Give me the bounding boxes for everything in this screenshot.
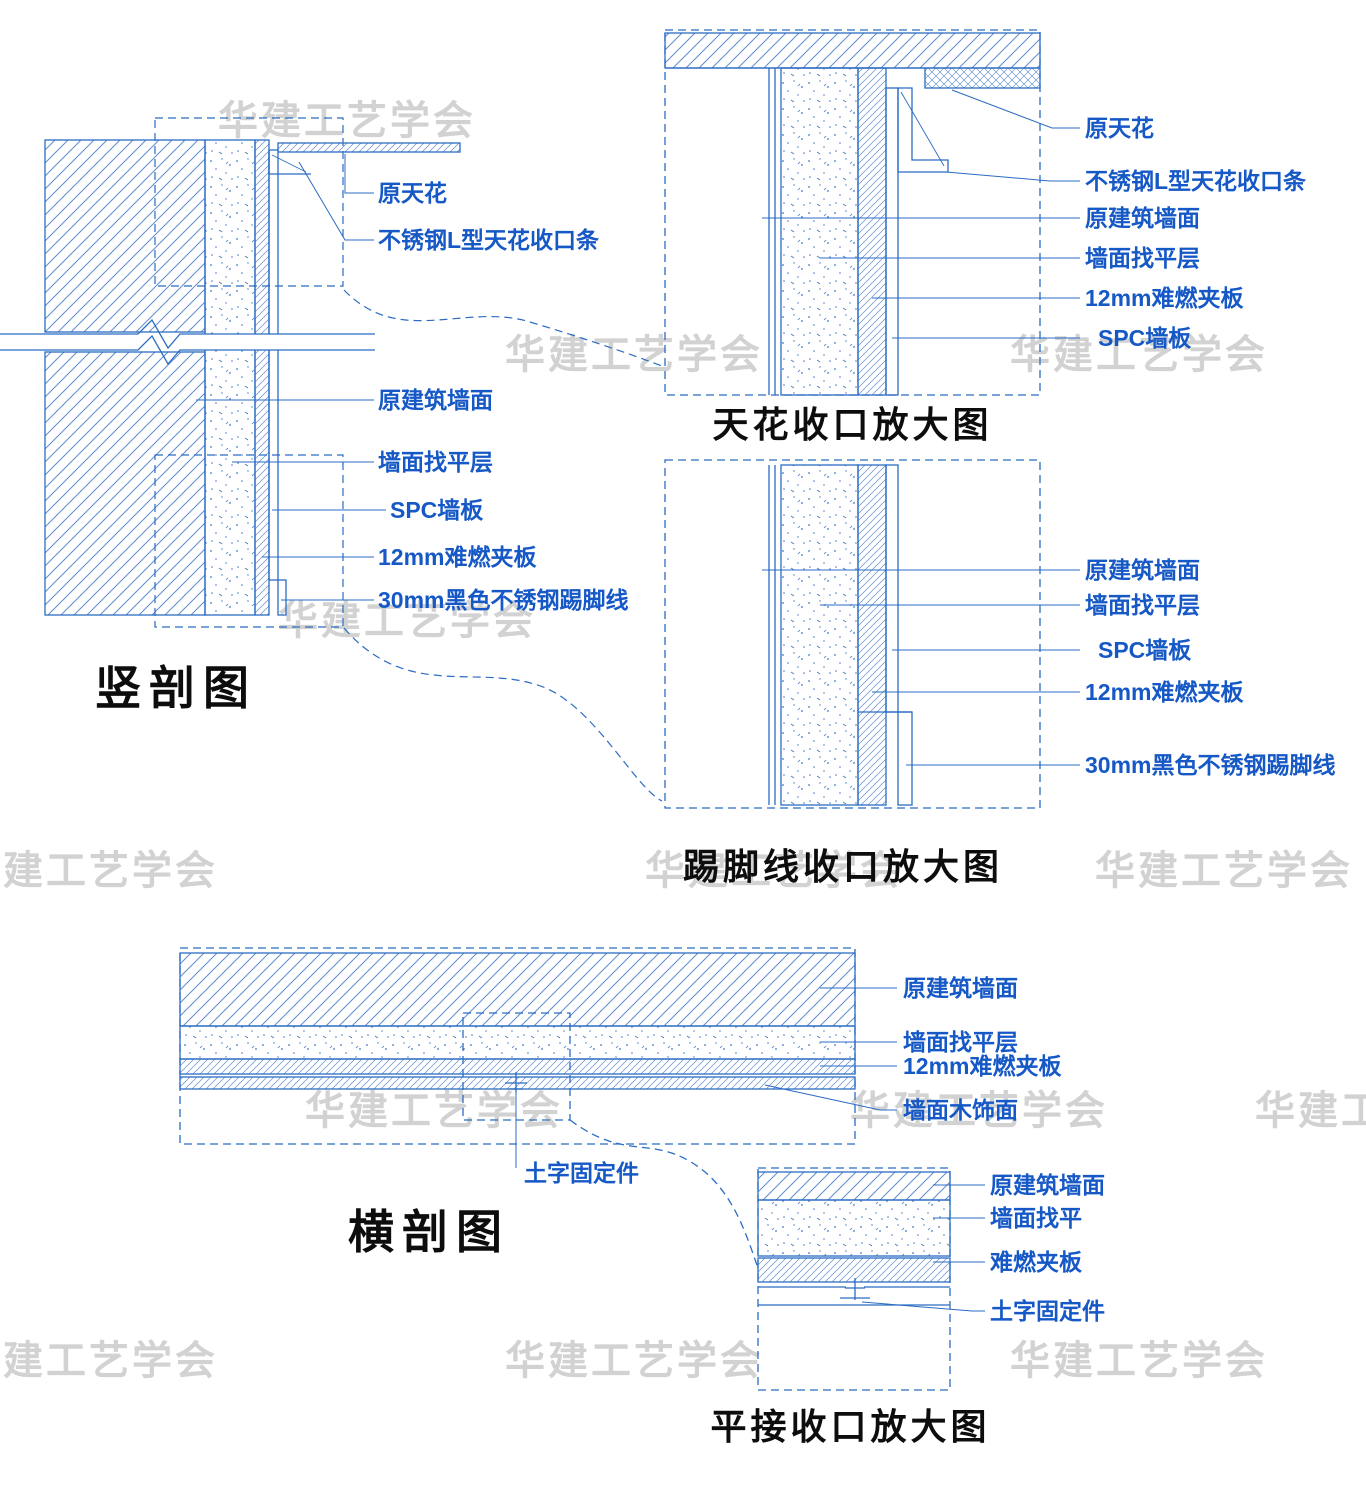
hs-connector-to-flat-joint-detail <box>569 1119 759 1269</box>
vs-ceiling-board <box>277 142 461 153</box>
horizontal-section-drawing <box>179 947 897 1269</box>
ceiling-detail-drawing <box>664 29 1080 396</box>
watermark-text: 华建工艺学会 <box>278 599 536 643</box>
fj-label-original-wall: 原建筑墙面 <box>990 1172 1105 1198</box>
flat-joint-detail-title: 平接收口放大图 <box>710 1406 991 1447</box>
vs-l-trim <box>268 152 311 175</box>
cd-l-trim-diagonal <box>900 91 945 167</box>
sd-spc-panel <box>885 464 899 713</box>
watermark-text: 华建工艺学会 <box>1010 1339 1268 1383</box>
watermark-text: 华建工艺学会 <box>850 1089 1108 1133</box>
vs-detail-boxes <box>154 117 663 802</box>
vertical-section-title: 竖剖图 <box>95 662 257 714</box>
vertical-section-drawing <box>0 117 663 802</box>
vs-l-trim-diagonal <box>271 154 307 173</box>
cd-original-ceiling-board <box>924 67 1041 89</box>
vs-break-line-top <box>0 318 375 350</box>
hs-label-original-wall: 原建筑墙面 <box>903 975 1018 1001</box>
sd-label-12mm-fire-plywood: 12mm难燃夹板 <box>1085 679 1244 705</box>
hs-label-fixing-piece: 土字固定件 <box>524 1160 639 1186</box>
vs-skirting-detail-box <box>154 454 344 628</box>
watermark-text: 华建工艺学会 <box>1255 1089 1366 1133</box>
cd-label-spc-wall-panel: SPC墙板 <box>1098 325 1192 351</box>
cd-l-trim <box>897 87 949 173</box>
cd-label-original-ceiling: 原天花 <box>1085 115 1154 141</box>
skirting-detail-drawing <box>664 459 1080 809</box>
vs-leader-lines <box>196 154 386 601</box>
fj-plywood-band <box>757 1257 951 1283</box>
cd-label-12mm-fire-plywood: 12mm难燃夹板 <box>1085 285 1244 311</box>
hs-plywood-band <box>179 1058 856 1075</box>
horizontal-section-title: 横剖图 <box>348 1206 510 1258</box>
watermark-text: 华建工艺学会 <box>218 99 476 143</box>
vs-original-wall-lower <box>44 351 206 616</box>
fj-label-fixing-piece: 土字固定件 <box>990 1298 1105 1324</box>
vs-label-original-ceiling: 原天花 <box>378 180 447 206</box>
sd-label-original-wall: 原建筑墙面 <box>1085 557 1200 583</box>
watermark-text: 华建工艺学会 <box>1010 333 1268 377</box>
vs-label-30mm-black-ss-skirting: 30mm黑色不锈钢踢脚线 <box>378 587 629 613</box>
cd-spc-panel <box>885 87 899 396</box>
vs-connector-to-skirting-detail <box>343 627 663 802</box>
flat-joint-detail-drawing <box>757 1167 985 1391</box>
cd-leader-lines <box>762 89 1080 339</box>
sd-label-wall-leveling: 墙面找平层 <box>1085 592 1200 618</box>
vs-leveling-layer <box>204 139 256 616</box>
cd-plywood <box>857 67 887 396</box>
hs-label-wood-veneer: 墙面木饰面 <box>903 1097 1018 1123</box>
fj-leader-lines <box>861 1184 985 1312</box>
sd-leader-lines <box>762 569 1080 766</box>
vs-plywood-layer <box>254 139 270 616</box>
ceiling-detail-title: 天花收口放大图 <box>712 404 993 445</box>
watermark-text: 华建工艺学会 <box>645 849 903 893</box>
watermark-text: 华建工艺学会 <box>305 1089 563 1133</box>
skirting-detail-title: 踢脚线收口放大图 <box>682 846 1003 887</box>
hs-label-wall-leveling: 墙面找平层 <box>903 1029 1018 1055</box>
hs-label-12mm-fire-plywood: 12mm难燃夹板 <box>903 1053 1062 1079</box>
cd-label-wall-leveling: 墙面找平层 <box>1085 245 1200 271</box>
vs-original-wall-upper <box>44 139 206 333</box>
vs-label-12mm-fire-plywood: 12mm难燃夹板 <box>378 544 537 570</box>
fj-label-wall-leveling: 墙面找平 <box>990 1205 1082 1231</box>
vs-connector-to-ceiling-detail <box>343 289 663 367</box>
hs-leveling-band <box>179 1025 856 1060</box>
hs-leader-lines <box>515 987 897 1168</box>
cd-label-original-wall: 原建筑墙面 <box>1085 205 1200 231</box>
fj-leveling-band <box>757 1199 951 1257</box>
vs-spc-panel <box>268 149 279 581</box>
watermark-text: 华建工艺学会 <box>0 1339 218 1383</box>
sd-skirting <box>897 711 913 806</box>
watermark-text: 华建工艺学会 <box>505 1339 763 1383</box>
vs-label-original-wall: 原建筑墙面 <box>378 387 493 413</box>
vs-label-spc-wall-panel: SPC墙板 <box>390 497 484 523</box>
hs-original-wall-band <box>179 952 856 1027</box>
vs-label-wall-leveling: 墙面找平层 <box>378 449 493 475</box>
sd-leveling-layer <box>780 464 859 806</box>
watermark-text: 华建工艺学会 <box>1095 849 1353 893</box>
cd-label-ssteel-l-trim: 不锈钢L型天花收口条 <box>1085 168 1307 194</box>
sd-plywood <box>857 464 887 806</box>
sd-label-spc-wall-panel: SPC墙板 <box>1098 637 1192 663</box>
cd-slab <box>664 32 1041 69</box>
vs-skirting <box>277 579 287 616</box>
sd-detail-border <box>664 459 1041 809</box>
vs-ceiling-detail-box <box>154 117 344 287</box>
fj-label-fire-plywood: 难燃夹板 <box>990 1249 1082 1275</box>
vs-label-ssteel-l-trim: 不锈钢L型天花收口条 <box>378 227 600 253</box>
vs-break-line-bottom <box>0 334 375 366</box>
cd-leveling-layer <box>780 67 859 396</box>
fj-original-wall-band <box>757 1171 951 1201</box>
sd-label-30mm-black-ss-skirting: 30mm黑色不锈钢踢脚线 <box>1085 752 1336 778</box>
vs-break-gap <box>0 334 375 350</box>
watermark-text: 华建工艺学会 <box>0 849 218 893</box>
